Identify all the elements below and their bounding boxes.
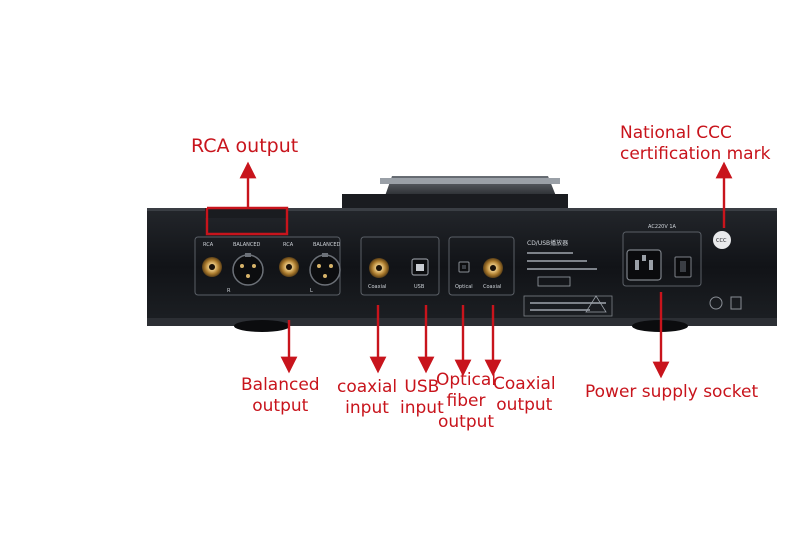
voltage-label: AC220V 1A — [648, 224, 677, 230]
annotation-arrows — [205, 161, 733, 379]
usb-b-port-icon — [411, 258, 429, 276]
iec-power-socket-icon — [626, 249, 662, 281]
usb-input-label: USB input — [400, 377, 444, 418]
rca-output-label: RCA output — [191, 135, 299, 157]
recycle-icon — [709, 296, 723, 310]
optical-port-icon — [458, 261, 470, 273]
coaxial-out-silk-label: Coaxial — [483, 284, 501, 290]
optical-fiber-output-label: Optical fiber output — [436, 370, 497, 432]
balanced-silk-label-2: BALANCED — [313, 242, 341, 248]
rating-plate: CD/USB播放器 — [523, 239, 613, 317]
channel-l-label: L — [310, 288, 313, 294]
coaxial-silk-label: Coaxial — [368, 284, 386, 290]
model-title: CD/USB播放器 — [527, 239, 568, 247]
balanced-output-label: Balanced output — [241, 375, 320, 416]
rca-silk-label-2: RCA — [283, 242, 294, 248]
usb-silk-label: USB — [414, 284, 425, 290]
xlr-connector-icon — [232, 253, 264, 286]
analog-output-section: RCA BALANCED RCA BALANCED R L — [194, 208, 341, 296]
ccc-logo-icon: CCC — [713, 231, 731, 249]
digital-output-section: Optical Coaxial — [448, 236, 515, 296]
channel-r-label: R — [227, 288, 231, 294]
balanced-silk-label: BALANCED — [233, 242, 261, 248]
ccc-logo-text: CCC — [716, 238, 727, 244]
coaxial-input-label: coaxial input — [337, 377, 398, 418]
weee-icon — [730, 296, 742, 310]
digital-input-section: Coaxial USB — [360, 236, 440, 296]
optical-silk-label: Optical — [455, 284, 473, 290]
power-socket-label: Power supply socket — [585, 382, 759, 402]
xlr-connector-icon — [309, 253, 341, 286]
ccc-mark-label: National CCC certification mark — [620, 123, 771, 164]
rca-silk-label: RCA — [203, 242, 214, 248]
rca-output-bracket — [205, 206, 289, 236]
coaxial-output-label: Coaxial output — [493, 374, 556, 415]
top-transport — [342, 176, 568, 208]
power-switch-icon — [674, 256, 692, 278]
power-section: AC220V 1A CCC — [622, 224, 742, 310]
